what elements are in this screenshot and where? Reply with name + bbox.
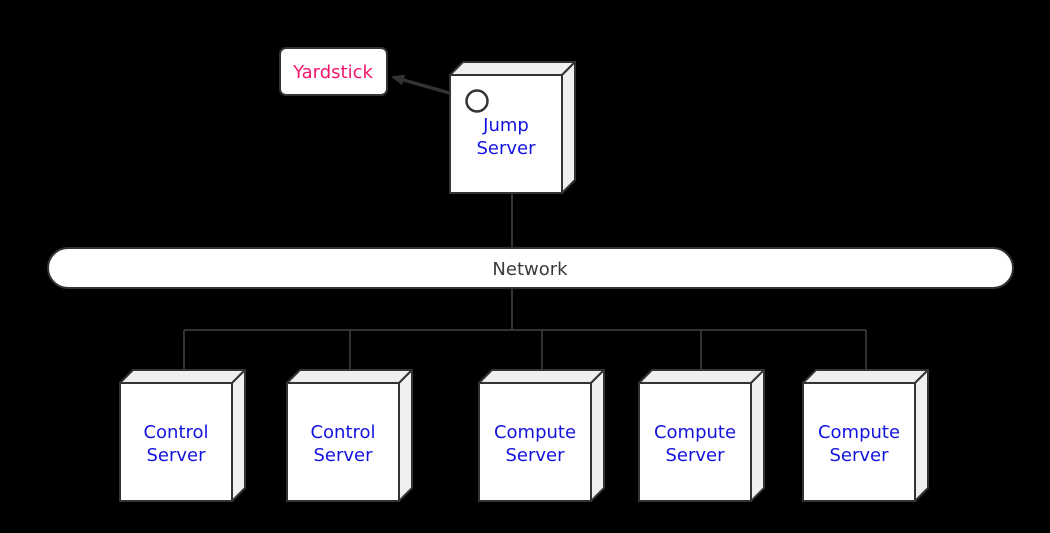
compute-server-3-top-face [802,369,929,384]
control-server-1-label-line2: Server [146,445,206,466]
compute-server-node-2: Compute Server [638,369,765,502]
network-bar [47,247,1014,289]
compute-server-1-top-face [478,369,605,384]
control-server-1-top-face [119,369,246,384]
yardstick-node: Yardstick [279,47,388,96]
connector-lines [183,193,867,376]
compute-server-3-right-face [914,369,929,502]
compute-server-node-1: Compute Server [478,369,605,502]
compute-server-1-right-face [590,369,605,502]
compute-server-2-label-line2: Server [665,445,725,466]
control-server-2-label-line2: Server [313,445,373,466]
compute-server-2-label-line1: Compute [654,422,736,443]
compute-server-1-label-line2: Server [505,445,565,466]
compute-server-node-3: Compute Server [802,369,929,502]
control-server-2-top-face [286,369,413,384]
jump-server-label-line1: Jump [482,115,529,136]
control-server-node-2: Control Server [286,369,413,502]
compute-server-2-top-face [638,369,765,384]
control-server-2-label-line1: Control [310,422,375,443]
network-label: Network [492,259,568,280]
control-server-1-label-line1: Control [143,422,208,443]
compute-server-3-front-face [802,382,916,502]
yardstick-box [279,47,388,96]
compute-server-2-right-face [750,369,765,502]
compute-server-2-front-face [638,382,752,502]
control-server-1-front-face [119,382,233,502]
yardstick-label: Yardstick [292,62,373,83]
port-circle [465,89,489,113]
jump-server-label-line2: Server [476,138,536,159]
compute-server-3-label-line2: Server [829,445,889,466]
compute-server-3-label-line1: Compute [818,422,900,443]
control-server-1-right-face [231,369,246,502]
network-node: Network [47,247,1014,289]
jump-server-right-face [561,61,576,194]
control-server-node-1: Control Server [119,369,246,502]
compute-server-1-front-face [478,382,592,502]
control-server-2-right-face [398,369,413,502]
jump-server-node: Jump Server [449,61,576,194]
jump-server-top-face [449,61,576,76]
compute-server-1-label-line1: Compute [494,422,576,443]
control-server-2-front-face [286,382,400,502]
